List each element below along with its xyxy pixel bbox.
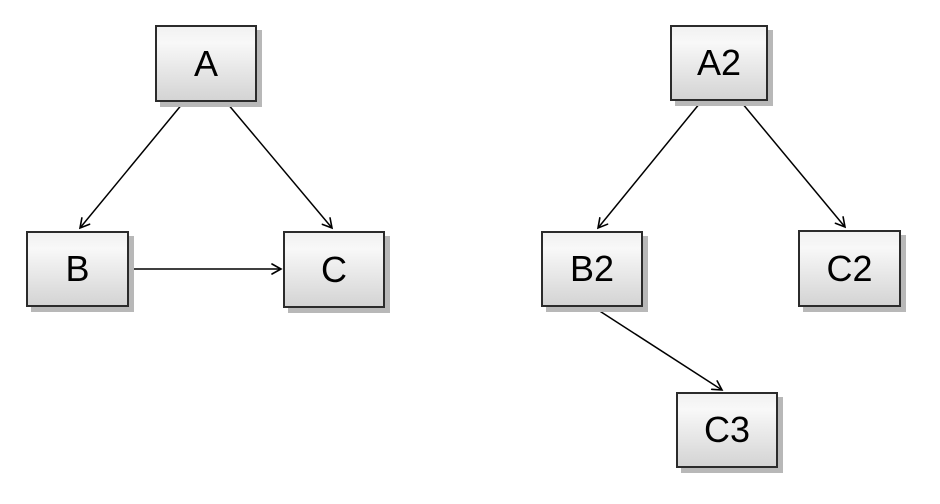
edge-A-B	[78, 102, 184, 230]
node-B2-label: B2	[569, 248, 615, 289]
node-C3-label: C3	[703, 409, 751, 450]
node-B2[interactable]: B2	[541, 231, 643, 307]
node-A2[interactable]: A2	[670, 25, 768, 101]
node-C2[interactable]: C2	[798, 230, 901, 307]
node-A[interactable]: A	[155, 25, 257, 102]
edge-A-C	[226, 102, 334, 230]
node-C[interactable]: C	[283, 231, 385, 308]
node-C2-label: C2	[826, 247, 873, 289]
node-C3[interactable]: C3	[676, 392, 778, 468]
node-C-label: C	[321, 248, 347, 290]
edge-A2-C2	[741, 102, 847, 229]
node-B-label: B	[65, 248, 90, 289]
edge-A2-B2	[596, 102, 701, 230]
node-A2-label: A2	[696, 42, 742, 83]
edges	[78, 102, 847, 391]
node-B[interactable]: B	[26, 231, 129, 307]
edge-B2-C3	[594, 307, 724, 391]
node-A-label: A	[193, 42, 218, 84]
